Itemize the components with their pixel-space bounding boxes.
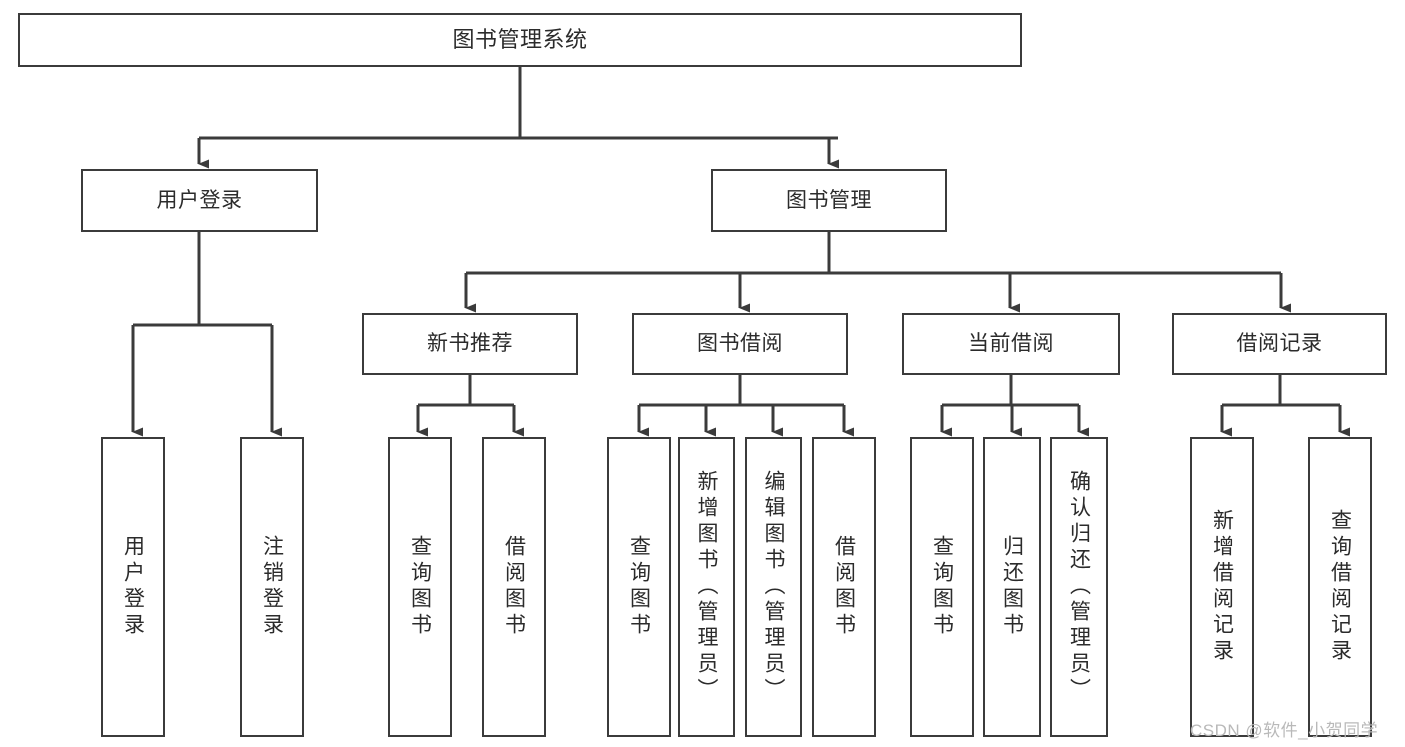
node-label: 查询图书 (408, 535, 432, 639)
leaf-user-login[interactable]: 用户登录 (101, 437, 165, 737)
leaf-borrow-book-new[interactable]: 借阅图书 (482, 437, 546, 737)
node-label: 新书推荐 (427, 332, 513, 356)
node-label: 图书借阅 (697, 332, 783, 356)
node-new-book-recommendation[interactable]: 新书推荐 (362, 313, 578, 375)
node-label: 查询图书 (930, 535, 954, 639)
node-label: 新增图书（管理员） (695, 470, 718, 704)
node-root-system[interactable]: 图书管理系统 (18, 13, 1022, 67)
node-label: 用户登录 (156, 188, 243, 212)
leaf-user-logout[interactable]: 注销登录 (240, 437, 304, 737)
leaf-query-book-current[interactable]: 查询图书 (910, 437, 974, 737)
leaf-add-book-admin[interactable]: 新增图书（管理员） (678, 437, 735, 737)
node-book-management[interactable]: 图书管理 (711, 169, 947, 232)
node-label: 注销登录 (260, 535, 284, 639)
leaf-query-book-new[interactable]: 查询图书 (388, 437, 452, 737)
node-label: 用户登录 (121, 535, 145, 639)
leaf-confirm-return-admin[interactable]: 确认归还（管理员） (1050, 437, 1108, 737)
node-label: 当前借阅 (968, 332, 1054, 356)
node-label: 图书管理系统 (452, 26, 588, 52)
leaf-add-borrow-record[interactable]: 新增借阅记录 (1190, 437, 1254, 737)
leaf-borrow-book[interactable]: 借阅图书 (812, 437, 876, 737)
node-label: 新增借阅记录 (1210, 509, 1234, 665)
node-label: 查询图书 (627, 535, 651, 639)
leaf-edit-book-admin[interactable]: 编辑图书（管理员） (745, 437, 802, 737)
node-borrowing-records[interactable]: 借阅记录 (1172, 313, 1387, 375)
node-label: 借阅图书 (502, 535, 526, 639)
leaf-query-borrow-record[interactable]: 查询借阅记录 (1308, 437, 1372, 737)
node-label: 借阅图书 (832, 535, 856, 639)
node-label: 查询借阅记录 (1328, 509, 1352, 665)
leaf-return-book[interactable]: 归还图书 (983, 437, 1041, 737)
node-current-borrowing[interactable]: 当前借阅 (902, 313, 1120, 375)
node-book-borrowing[interactable]: 图书借阅 (632, 313, 848, 375)
node-label: 编辑图书（管理员） (762, 470, 785, 704)
node-label: 图书管理 (786, 188, 872, 212)
node-label: 归还图书 (1000, 535, 1024, 639)
leaf-query-book-borrow[interactable]: 查询图书 (607, 437, 671, 737)
node-user-login[interactable]: 用户登录 (81, 169, 318, 232)
node-label: 借阅记录 (1236, 332, 1323, 356)
node-label: 确认归还（管理员） (1067, 470, 1091, 704)
csdn-watermark: CSDN @软件_小贺同学 (1190, 721, 1379, 740)
